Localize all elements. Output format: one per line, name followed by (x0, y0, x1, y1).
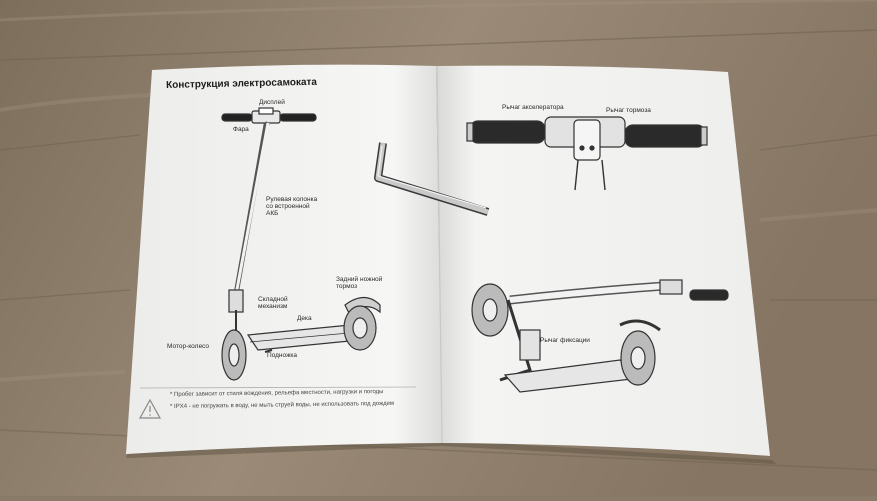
hex-key (374, 142, 490, 216)
label-steering-column: Рулевая колонка со встроенной АКБ (266, 196, 318, 218)
scooter-folded-view (471, 279, 729, 393)
label-display: Дисплей (259, 99, 285, 106)
handlebar-closeup (466, 116, 708, 191)
label-rear-brake: Задний ножной тормоз (336, 276, 383, 291)
label-deck: Дека (297, 315, 312, 322)
label-brake-lever: Рычаг тормоза (606, 107, 651, 114)
left-page (126, 64, 442, 455)
scooter-side-view (221, 107, 381, 381)
label-headlight: Фара (233, 126, 249, 133)
warning-icon (138, 398, 162, 419)
label-folding-mechanism: Складной механизм (258, 296, 288, 311)
label-kickstand: Подножка (267, 352, 298, 359)
label-lock-lever: Рычаг фиксации (540, 337, 590, 344)
label-motor-wheel: Мотор-колесо (167, 343, 209, 350)
label-throttle: Рычаг акселератора (502, 104, 564, 111)
